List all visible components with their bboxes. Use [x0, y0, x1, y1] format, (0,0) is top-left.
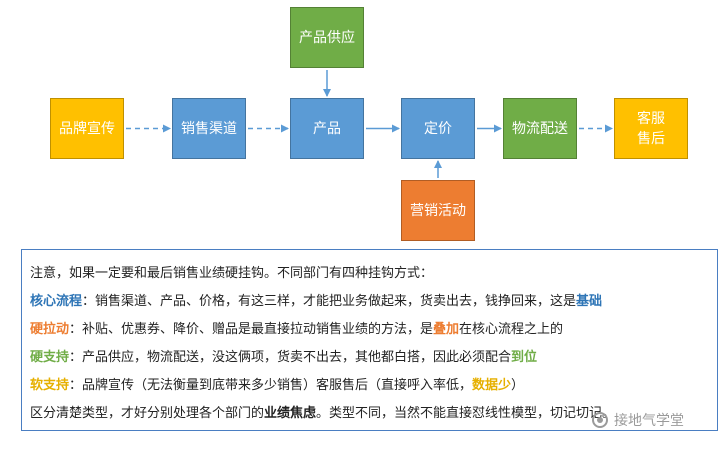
node-logistics: 物流配送 — [503, 98, 577, 159]
note-highlight: 到位 — [511, 350, 538, 365]
note-text: 在核心流程之上的 — [459, 322, 564, 337]
watermark: 接地气学堂 — [592, 410, 684, 430]
note-text: ：产品供应，物流配送，没这俩项，货卖不出去，其他都白搭，因此必须配合 — [69, 350, 512, 365]
node-pricing: 定价 — [401, 98, 475, 159]
note-text: 注意，如果一定要和最后销售业绩硬挂钩。不同部门有四种挂钩方式： — [30, 266, 434, 281]
note-text: 区分清楚类型，才好分别处理各个部门的 — [30, 406, 265, 421]
node-service: 客服售后 — [614, 98, 688, 159]
note-tag: 硬拉动 — [30, 322, 70, 337]
note-line: 区分清楚类型，才好分别处理各个部门的业绩焦虑。类型不同，当然不能直接怼线性模型，… — [30, 400, 717, 428]
note-text: 。类型不同，当然不能直接怼线性模型，切记切记。 — [316, 406, 616, 421]
notes-panel: 注意，如果一定要和最后销售业绩硬挂钩。不同部门有四种挂钩方式： 核心流程：销售渠… — [21, 249, 718, 431]
note-line: 核心流程：销售渠道、产品、价格，有这三样，才能把业务做起来，货卖出去，钱挣回来，… — [30, 288, 717, 316]
note-text: ：补贴、优惠券、降价、赠品是最直接拉动销售业绩的方法，是 — [69, 322, 434, 337]
node-label: 物流配送 — [512, 120, 568, 137]
watermark-text: 接地气学堂 — [614, 413, 684, 429]
note-text: ：销售渠道、产品、价格，有这三样，才能把业务做起来，货卖出去，钱挣回来，这是 — [82, 294, 577, 309]
wechat-icon — [592, 412, 608, 428]
node-brand: 品牌宣传 — [50, 98, 124, 159]
note-tag: 软支持 — [30, 378, 70, 393]
node-label: 品牌宣传 — [59, 120, 115, 137]
node-product: 产品 — [290, 98, 364, 159]
node-label: 产品 — [313, 120, 341, 137]
note-tag: 硬支持 — [30, 350, 70, 365]
node-supply: 产品供应 — [290, 7, 364, 68]
node-marketing: 营销活动 — [401, 180, 475, 241]
note-line: 硬支持：产品供应，物流配送，没这俩项，货卖不出去，其他都白搭，因此必须配合到位 — [30, 344, 717, 372]
node-label: 客服 — [637, 110, 665, 127]
note-line: 注意，如果一定要和最后销售业绩硬挂钩。不同部门有四种挂钩方式： — [30, 260, 717, 288]
node-channel: 销售渠道 — [172, 98, 246, 159]
note-highlight: 数据少 — [472, 378, 512, 393]
note-highlight: 叠加 — [433, 322, 460, 337]
note-highlight: 基础 — [576, 294, 603, 309]
note-highlight: 业绩焦虑 — [264, 406, 317, 421]
note-line: 软支持：品牌宣传（无法衡量到底带来多少销售）客服售后（直接呼入率低，数据少） — [30, 372, 717, 400]
note-text: ） — [511, 378, 525, 393]
node-label: 定价 — [424, 120, 452, 137]
note-line: 硬拉动：补贴、优惠券、降价、赠品是最直接拉动销售业绩的方法，是叠加在核心流程之上… — [30, 316, 717, 344]
node-label: 产品供应 — [299, 29, 355, 46]
node-label: 销售渠道 — [181, 120, 237, 137]
node-label: 售后 — [637, 130, 665, 147]
note-text: ：品牌宣传（无法衡量到底带来多少销售）客服售后（直接呼入率低， — [69, 378, 473, 393]
node-label: 营销活动 — [410, 202, 466, 219]
note-tag: 核心流程 — [30, 294, 83, 309]
